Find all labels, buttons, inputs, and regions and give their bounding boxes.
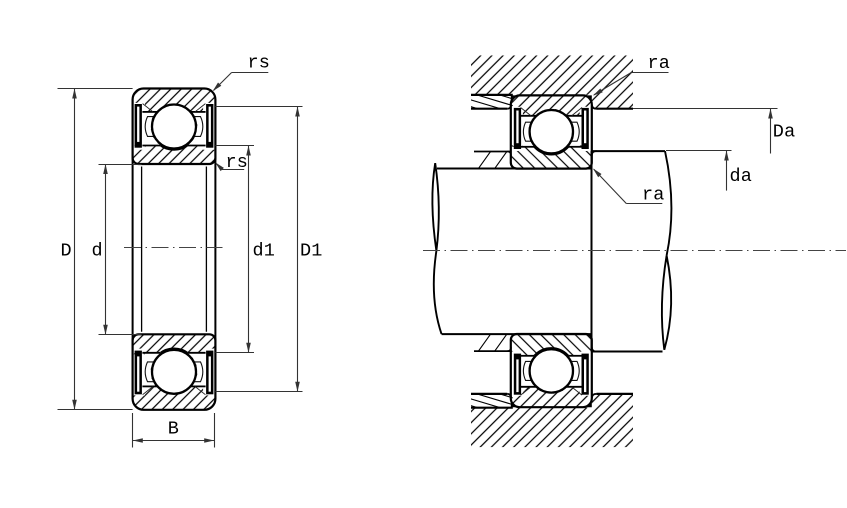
- svg-text:rs: rs: [248, 53, 271, 74]
- svg-text:B: B: [168, 419, 179, 440]
- svg-text:d1: d1: [253, 241, 276, 262]
- svg-text:D1: D1: [300, 241, 323, 262]
- svg-text:D: D: [61, 240, 72, 261]
- svg-text:ra: ra: [642, 184, 665, 205]
- svg-text:d: d: [92, 240, 103, 261]
- svg-text:rs: rs: [226, 152, 249, 173]
- svg-text:ra: ra: [648, 53, 671, 74]
- svg-text:Da: Da: [773, 122, 796, 143]
- svg-text:da: da: [730, 166, 753, 187]
